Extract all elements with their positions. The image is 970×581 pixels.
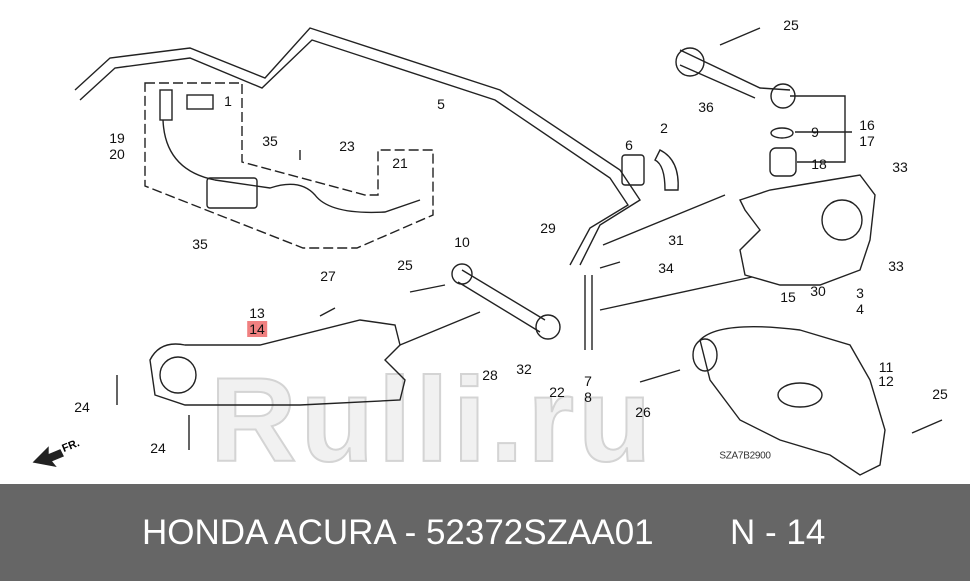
callout-22[interactable]: 22: [549, 384, 565, 400]
ball-joint-boot: [769, 147, 797, 177]
callout-13[interactable]: 13: [249, 305, 265, 321]
knuckle: [739, 174, 876, 286]
callout-23[interactable]: 23: [339, 138, 355, 154]
callout-10[interactable]: 10: [454, 234, 470, 250]
callout-25[interactable]: 25: [397, 257, 413, 273]
callout-28[interactable]: 28: [482, 367, 498, 383]
callout-5[interactable]: 5: [437, 96, 445, 112]
link-10: [457, 269, 546, 333]
callout-19[interactable]: 19: [109, 130, 125, 146]
sensor-connector: [159, 89, 173, 121]
part-title: HONDA ACURA - 52372SZAA01: [142, 512, 654, 552]
callout-36[interactable]: 36: [698, 99, 714, 115]
callout-25[interactable]: 25: [783, 17, 799, 33]
callout-35[interactable]: 35: [262, 133, 278, 149]
callout-26[interactable]: 26: [635, 404, 651, 420]
part-position: N - 14: [730, 512, 826, 552]
callout-33[interactable]: 33: [892, 159, 908, 175]
bolt-25-mid: [409, 284, 446, 293]
trailing-arm: [149, 319, 406, 406]
lower-arm: [699, 325, 886, 476]
sensor-bracket: [206, 177, 258, 209]
callout-16[interactable]: 16: [859, 117, 875, 133]
callout-24[interactable]: 24: [150, 440, 166, 456]
callout-1[interactable]: 1: [224, 93, 232, 109]
callout-35[interactable]: 35: [192, 236, 208, 252]
callout-21[interactable]: 21: [392, 155, 408, 171]
callout-24[interactable]: 24: [74, 399, 90, 415]
callout-3[interactable]: 3: [856, 285, 864, 301]
callout-31[interactable]: 31: [668, 232, 684, 248]
sensor-wire: [162, 119, 421, 214]
callout-27[interactable]: 27: [320, 268, 336, 284]
stabilizer-bar: [74, 27, 641, 266]
callout-17[interactable]: 17: [859, 133, 875, 149]
callout-33[interactable]: 33: [888, 258, 904, 274]
diagram-code: SZA7B2900: [719, 450, 771, 462]
callout-18[interactable]: 18: [811, 156, 827, 172]
bolt-26: [639, 369, 681, 383]
bolt-25-top: [719, 27, 761, 46]
callout-6[interactable]: 6: [625, 137, 633, 153]
upper-arm: [679, 49, 791, 99]
watermark: Rulli.ru: [209, 353, 656, 487]
callout-8[interactable]: 8: [584, 389, 592, 405]
bushing-6: [621, 154, 645, 186]
front-arrow: [32, 446, 64, 468]
callout-9[interactable]: 9: [811, 124, 819, 140]
callout-14-highlighted[interactable]: 14: [247, 321, 267, 337]
callout-30[interactable]: 30: [810, 283, 826, 299]
callout-20[interactable]: 20: [109, 146, 125, 162]
callout-2[interactable]: 2: [660, 120, 668, 136]
callout-25[interactable]: 25: [932, 386, 948, 402]
clip-part: [186, 94, 214, 110]
callout-29[interactable]: 29: [540, 220, 556, 236]
bolt-25-right: [911, 419, 943, 434]
callout-4[interactable]: 4: [856, 301, 864, 317]
callout-15[interactable]: 15: [780, 289, 796, 305]
parts-drawing: [32, 27, 943, 476]
callout-7[interactable]: 7: [584, 373, 592, 389]
callout-34[interactable]: 34: [658, 260, 674, 276]
callout-32[interactable]: 32: [516, 361, 532, 377]
bracket-2: [654, 149, 679, 191]
callout-12[interactable]: 12: [878, 373, 894, 389]
sensor-dashed-box: [144, 82, 434, 249]
callout-11[interactable]: 11: [878, 359, 894, 375]
stabilizer-link: [584, 275, 593, 350]
footer-bar: HONDA ACURA - 52372SZAA01 N - 14: [0, 484, 970, 581]
parts-diagram: Rulli.ru 1 5: [32, 17, 948, 487]
